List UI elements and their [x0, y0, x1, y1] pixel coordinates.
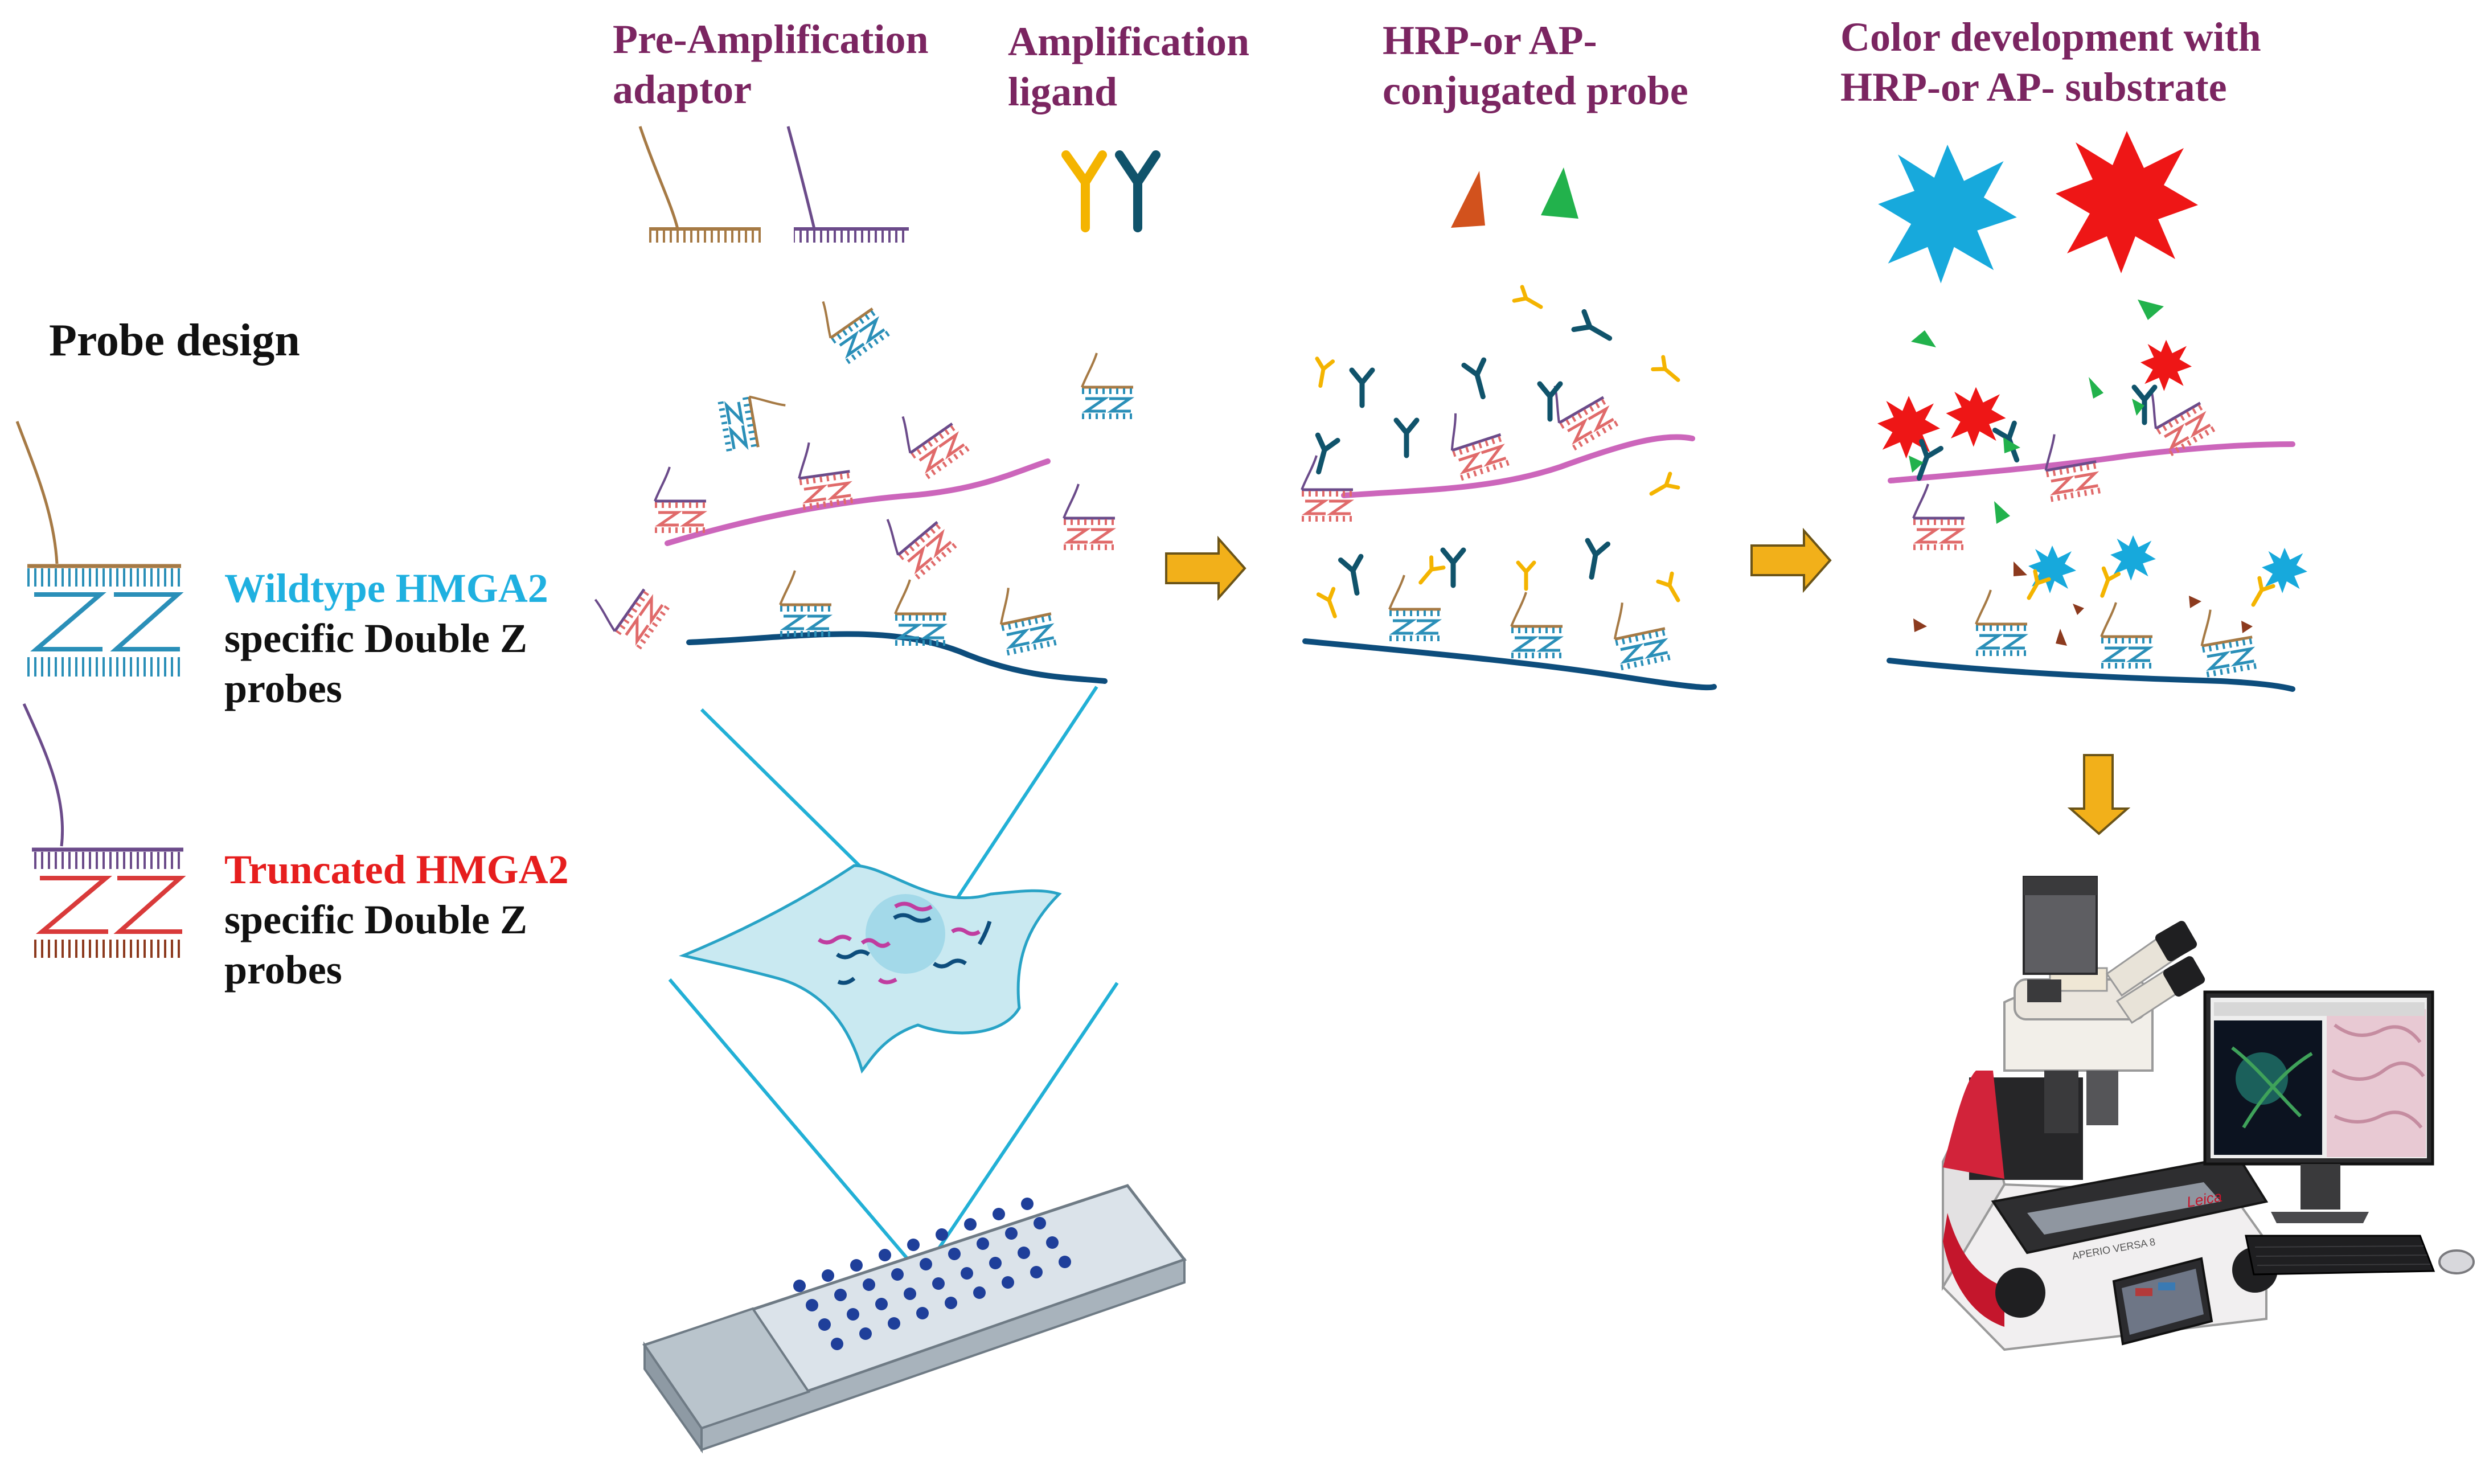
truncated-double-z-probe-icon	[22, 703, 186, 958]
hrp-probe-label-line1: HRP-or AP-	[1383, 18, 1597, 63]
amplification-ligand-icon	[1061, 150, 1161, 232]
cell-icon	[678, 864, 1062, 1074]
flow-arrow-icon	[1165, 527, 2131, 835]
pre-amplification-label-line1: Pre-Amplification	[613, 17, 929, 62]
hybridization-panel	[587, 281, 1133, 684]
amplification-ligand-label-line1: Amplification	[1008, 19, 1249, 64]
pre-amplification-label-line2: adaptor	[613, 67, 752, 112]
probe-design-title: Probe design	[49, 315, 300, 366]
monitor-icon	[2203, 990, 2434, 1223]
red-starburst-icon	[2056, 131, 2198, 273]
wildtype-hmga2-label: Wildtype HMGA2	[224, 565, 548, 611]
hrp-conjugated-probe-icon	[1451, 171, 1485, 228]
microscope-icon: Leica APERIO VERSA 8	[1941, 876, 2278, 1351]
truncated-probes-label: probes	[224, 947, 342, 993]
zoom-lines	[668, 686, 1119, 1272]
mouse-icon	[2438, 1249, 2475, 1274]
ligand-binding-panel	[1302, 287, 1717, 691]
cyan-starburst-icon	[1878, 145, 2017, 284]
pre-amplification-adaptor-icon	[638, 126, 909, 243]
color-development-label-line2: HRP-or AP- substrate	[1840, 64, 2227, 110]
wildtype-specific-label: specific Double Z	[224, 616, 527, 661]
slide-icon	[642, 1184, 1187, 1454]
wildtype-probes-label: probes	[224, 666, 342, 711]
amplification-ligand-label-line2: ligand	[1008, 69, 1118, 114]
color-development-label-line1: Color development with	[1840, 14, 2261, 60]
wildtype-double-z-probe-icon	[15, 421, 184, 677]
hrp-probe-label-line2: conjugated probe	[1383, 68, 1688, 113]
color-development-panel	[1877, 300, 2307, 692]
keyboard-keys	[2254, 1245, 2431, 1266]
truncated-hmga2-label: Truncated HMGA2	[224, 847, 569, 892]
truncated-specific-label: specific Double Z	[224, 897, 527, 942]
ap-conjugated-probe-icon	[1541, 167, 1578, 219]
